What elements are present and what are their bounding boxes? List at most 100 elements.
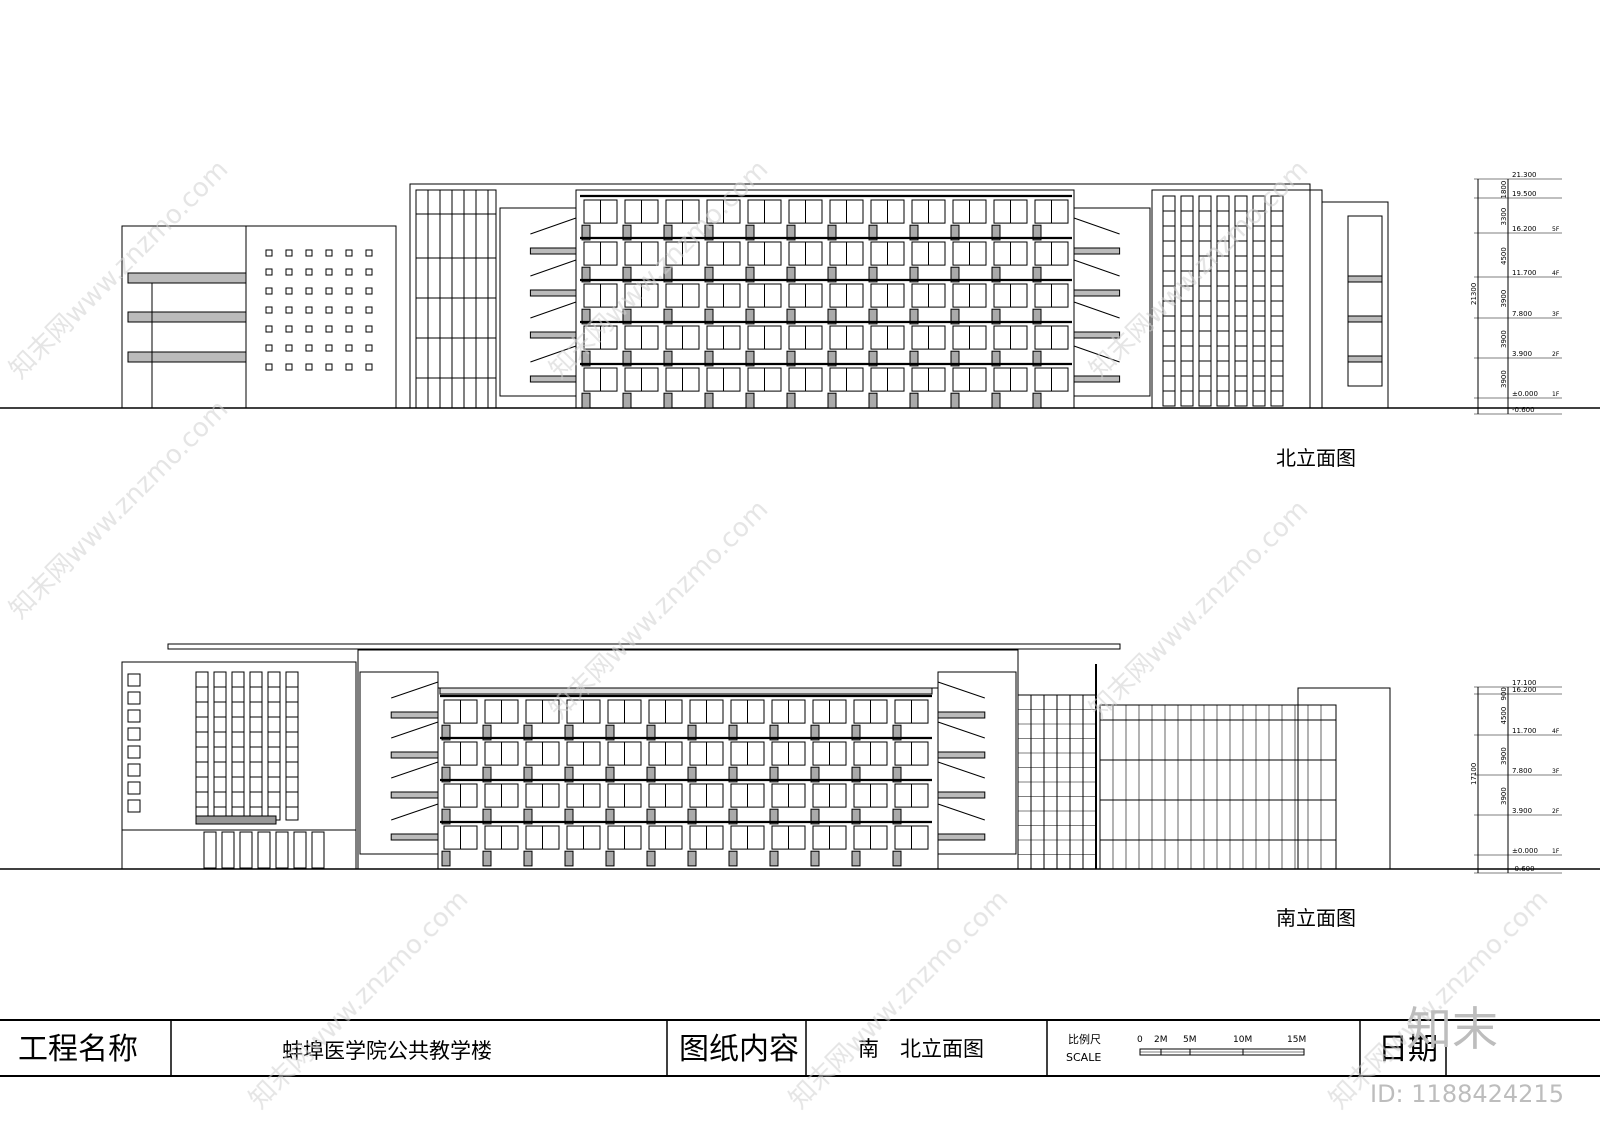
square-window (345, 268, 353, 276)
stair-balconies-right-south (937, 671, 1017, 855)
floor-tag: 4F (1552, 728, 1560, 735)
square-window (365, 268, 373, 276)
louver-panel (909, 392, 919, 409)
floor-tag: 3F (1552, 311, 1560, 318)
dim-value: 3900 (1500, 330, 1508, 348)
elevation-value: 19.500 (1512, 190, 1537, 198)
louver-panel (892, 808, 902, 825)
entrance-door (275, 831, 289, 869)
louver-panel (523, 724, 533, 741)
louver-panel (851, 724, 861, 741)
vertical-strip-windows (1162, 195, 1284, 407)
square-window-grid (265, 249, 373, 371)
balcony-rail (937, 791, 986, 799)
louver-panel (950, 308, 960, 325)
louver-panel (646, 724, 656, 741)
louver-panel (810, 766, 820, 783)
square-window (265, 287, 273, 295)
louver-panel (745, 308, 755, 325)
floor-tag: 1F (1552, 391, 1560, 398)
elevation-value: 7.800 (1512, 310, 1532, 318)
louver-panel (991, 224, 1001, 241)
square-window (345, 344, 353, 352)
strip-window (267, 671, 281, 821)
entrance-door (257, 831, 271, 869)
scale-tick-10m: 10M (1233, 1035, 1252, 1045)
elevation-value: 21.300 (1512, 171, 1537, 179)
louver-panel (1032, 308, 1042, 325)
square-window (305, 287, 313, 295)
louver-panel (687, 808, 697, 825)
tower-balcony (1347, 355, 1383, 363)
louver-panel (581, 350, 591, 367)
floor-tag: 5F (1552, 226, 1560, 233)
watermark-text-8: 知末网www.znzmo.com (784, 884, 1015, 1115)
square-window (285, 344, 293, 352)
louver-panel (786, 308, 796, 325)
louver-panel (868, 308, 878, 325)
louver-panel (622, 392, 632, 409)
stair-flight (937, 721, 985, 739)
watermark-text-1: 知末网www.znzmo.com (4, 154, 235, 385)
louver-panel (704, 224, 714, 241)
stair-flight (937, 681, 985, 699)
square-window (285, 268, 293, 276)
louver-panel (745, 350, 755, 367)
square-window (305, 325, 313, 333)
stair-flight (1073, 301, 1120, 319)
dim-value: 3900 (1500, 787, 1508, 805)
louver-panel (769, 766, 779, 783)
louver-panel (868, 350, 878, 367)
louver-panel (745, 266, 755, 283)
louver-panel (786, 392, 796, 409)
square-window (345, 306, 353, 314)
stair-balconies-left-south (359, 671, 439, 855)
louver-panel (868, 224, 878, 241)
louver-panel (909, 224, 919, 241)
louver-panel (868, 392, 878, 409)
stair-balconies-right (1073, 207, 1151, 397)
louver-panel (564, 766, 574, 783)
elevation-value: 11.700 (1512, 727, 1537, 735)
elevation-value: -0.600 (1512, 865, 1535, 873)
square-window (305, 306, 313, 314)
louver-panel (810, 808, 820, 825)
dim-value: 3300 (1500, 208, 1508, 226)
louver-panel (605, 766, 615, 783)
square-window (265, 363, 273, 371)
side-window (127, 745, 141, 759)
square-window (365, 306, 373, 314)
entrance-door (203, 831, 217, 869)
louver-panel (827, 392, 837, 409)
louver-panel (769, 808, 779, 825)
louver-panel (728, 766, 738, 783)
side-window (127, 727, 141, 741)
classroom-window-grid (580, 194, 1072, 409)
louver-panel (523, 808, 533, 825)
square-window (365, 249, 373, 257)
title-block (0, 1019, 1600, 1077)
louver-panel (663, 350, 673, 367)
louver-panel (728, 724, 738, 741)
balcony-rail (390, 751, 439, 759)
stair-flight (530, 301, 577, 319)
strip-window (249, 671, 263, 821)
louver-panel (441, 808, 451, 825)
louver-panel (581, 392, 591, 409)
louver-panel (745, 392, 755, 409)
stair-flight (391, 803, 439, 821)
square-window (265, 344, 273, 352)
square-window (345, 363, 353, 371)
louver-panel (810, 850, 820, 867)
square-window (265, 268, 273, 276)
louver-panel (663, 308, 673, 325)
right-tower-details (1347, 275, 1383, 363)
dim-value: 1800 (1500, 181, 1508, 199)
watermark-brand: 知末 (1406, 1002, 1498, 1056)
square-window (365, 287, 373, 295)
louver-panel (605, 724, 615, 741)
dim-value: 3900 (1500, 290, 1508, 308)
entrance-door (221, 831, 235, 869)
louver-panel (704, 266, 714, 283)
tower-balcony (1347, 275, 1383, 283)
